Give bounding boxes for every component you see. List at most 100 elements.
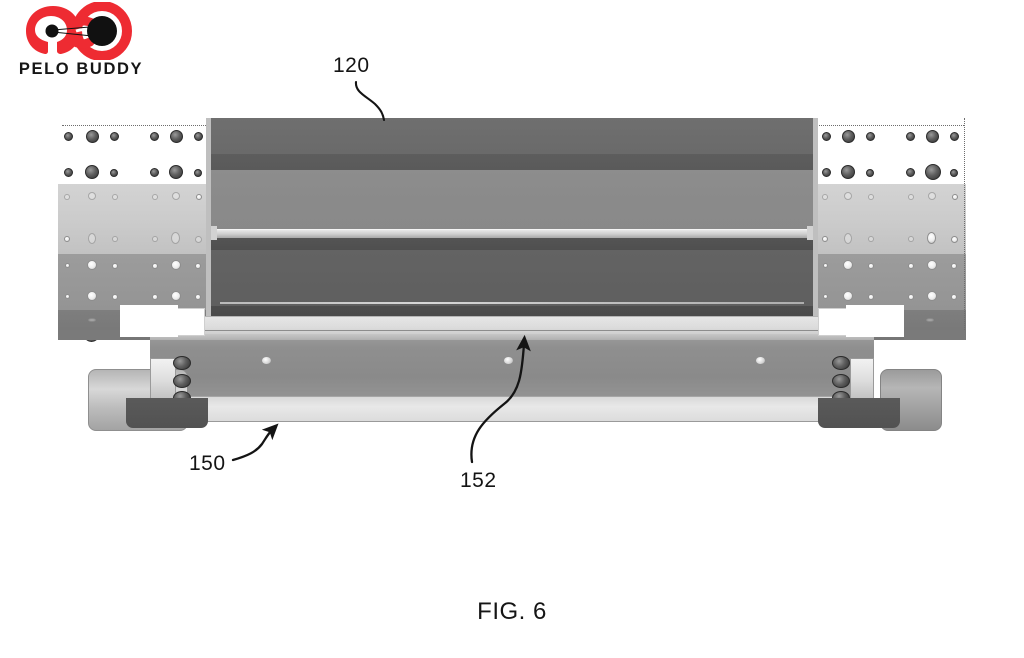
bolt-hole bbox=[170, 130, 183, 143]
bolt-hole bbox=[152, 194, 158, 200]
bolt-hole bbox=[908, 263, 914, 269]
bolt-hole bbox=[85, 165, 99, 179]
bolt-hole bbox=[908, 194, 914, 200]
deck-bolt bbox=[262, 357, 271, 364]
figure-caption: FIG. 6 bbox=[477, 598, 547, 625]
bolt-hole bbox=[150, 168, 159, 177]
bolt-hole bbox=[926, 130, 939, 143]
right-panel-bottom-detail bbox=[904, 330, 966, 340]
roller-bolt bbox=[832, 374, 850, 388]
bolt-hole bbox=[64, 236, 70, 242]
bolt-hole bbox=[927, 291, 937, 301]
bolt-hole bbox=[841, 165, 855, 179]
right-panel-top-dotted-edge bbox=[816, 125, 964, 126]
roller-bolt bbox=[832, 356, 850, 370]
logo-wordmark: PELO BUDDY bbox=[18, 60, 144, 78]
deck-hairline-1 bbox=[178, 330, 846, 331]
bolt-hole bbox=[866, 169, 874, 177]
center-bottom-dark-region bbox=[210, 250, 814, 306]
bolt-hole bbox=[171, 232, 180, 244]
bolt-hole bbox=[194, 169, 202, 177]
left-panel-light-band bbox=[58, 184, 212, 254]
bolt-hole bbox=[951, 294, 957, 300]
center-bottom-highlight-line bbox=[220, 302, 804, 304]
bolt-hole bbox=[87, 291, 97, 301]
left-panel-upper-white bbox=[58, 118, 212, 184]
bolt-hole bbox=[822, 132, 831, 141]
running-belt-slat-surface bbox=[150, 396, 874, 422]
bolt-hole bbox=[87, 260, 97, 270]
left-foot-bracket bbox=[126, 398, 208, 428]
right-panel-upper-white bbox=[812, 118, 966, 184]
right-panel-white-notch bbox=[846, 305, 904, 337]
bolt-hole bbox=[195, 263, 201, 269]
bolt-hole bbox=[64, 168, 73, 177]
bolt-hole bbox=[112, 263, 118, 269]
right-panel-light-band bbox=[812, 184, 966, 254]
site-logo[interactable]: PELO BUDDY bbox=[6, 1, 156, 88]
bolt-hole bbox=[86, 130, 99, 143]
right-panel-outer-edge bbox=[964, 118, 965, 340]
bolt-hole bbox=[823, 294, 828, 299]
bolt-hole bbox=[169, 165, 183, 179]
center-panel-right-edge bbox=[813, 118, 818, 323]
bolt-hole bbox=[925, 164, 941, 180]
bolt-hole bbox=[195, 236, 202, 243]
center-top-dark-band bbox=[210, 118, 814, 154]
infinity-loop-logo-icon bbox=[20, 1, 138, 61]
reference-label-150: 150 bbox=[189, 452, 226, 475]
bolt-hole bbox=[88, 318, 96, 322]
bolt-hole bbox=[868, 194, 874, 200]
bolt-hole bbox=[844, 233, 852, 244]
bolt-hole bbox=[844, 192, 852, 200]
bolt-hole bbox=[951, 236, 958, 243]
bolt-hole bbox=[195, 294, 201, 300]
bolt-hole bbox=[152, 263, 158, 269]
bolt-hole bbox=[110, 169, 118, 177]
bolt-hole bbox=[172, 192, 180, 200]
center-shroud-panel bbox=[210, 118, 814, 323]
bolt-hole bbox=[112, 194, 118, 200]
bolt-hole bbox=[843, 291, 853, 301]
deck-upper-rail bbox=[150, 334, 874, 340]
bolt-hole bbox=[868, 263, 874, 269]
roller-bolt bbox=[173, 356, 191, 370]
bolt-hole bbox=[926, 318, 934, 322]
deck-top-light-band bbox=[178, 316, 846, 334]
bolt-hole bbox=[950, 132, 959, 141]
bolt-hole bbox=[88, 192, 96, 200]
center-lower-dark-band bbox=[210, 236, 814, 250]
bolt-hole bbox=[88, 233, 96, 244]
bolt-hole bbox=[112, 294, 118, 300]
reference-label-152: 152 bbox=[460, 469, 497, 492]
center-light-band bbox=[210, 170, 814, 236]
right-foot-bracket bbox=[818, 398, 900, 428]
bolt-hole bbox=[822, 168, 831, 177]
bolt-hole bbox=[822, 194, 828, 200]
bolt-hole bbox=[150, 132, 159, 141]
horizontal-rail-tube bbox=[210, 229, 814, 238]
bolt-hole bbox=[866, 132, 875, 141]
leader-arrow-150 bbox=[231, 423, 279, 462]
bolt-hole bbox=[65, 294, 70, 299]
bolt-hole bbox=[927, 260, 937, 270]
bolt-hole bbox=[951, 263, 957, 269]
bolt-hole bbox=[822, 236, 828, 242]
bolt-hole bbox=[110, 132, 119, 141]
left-panel-top-dotted-edge bbox=[62, 125, 210, 126]
lower-deck-beam bbox=[150, 334, 874, 396]
left-panel-bottom-detail bbox=[58, 330, 120, 340]
deck-bolt bbox=[504, 357, 513, 364]
left-panel-white-notch bbox=[120, 305, 178, 337]
bolt-hole bbox=[152, 236, 158, 242]
right-panel-mid-band bbox=[812, 254, 966, 310]
bolt-hole bbox=[112, 236, 118, 242]
leader-line-120 bbox=[354, 80, 386, 122]
roller-bolt bbox=[173, 374, 191, 388]
reference-label-120: 120 bbox=[333, 54, 370, 77]
deck-bolt bbox=[756, 357, 765, 364]
bolt-hole bbox=[908, 236, 914, 242]
bolt-hole bbox=[152, 294, 158, 300]
bolt-hole bbox=[868, 236, 874, 242]
